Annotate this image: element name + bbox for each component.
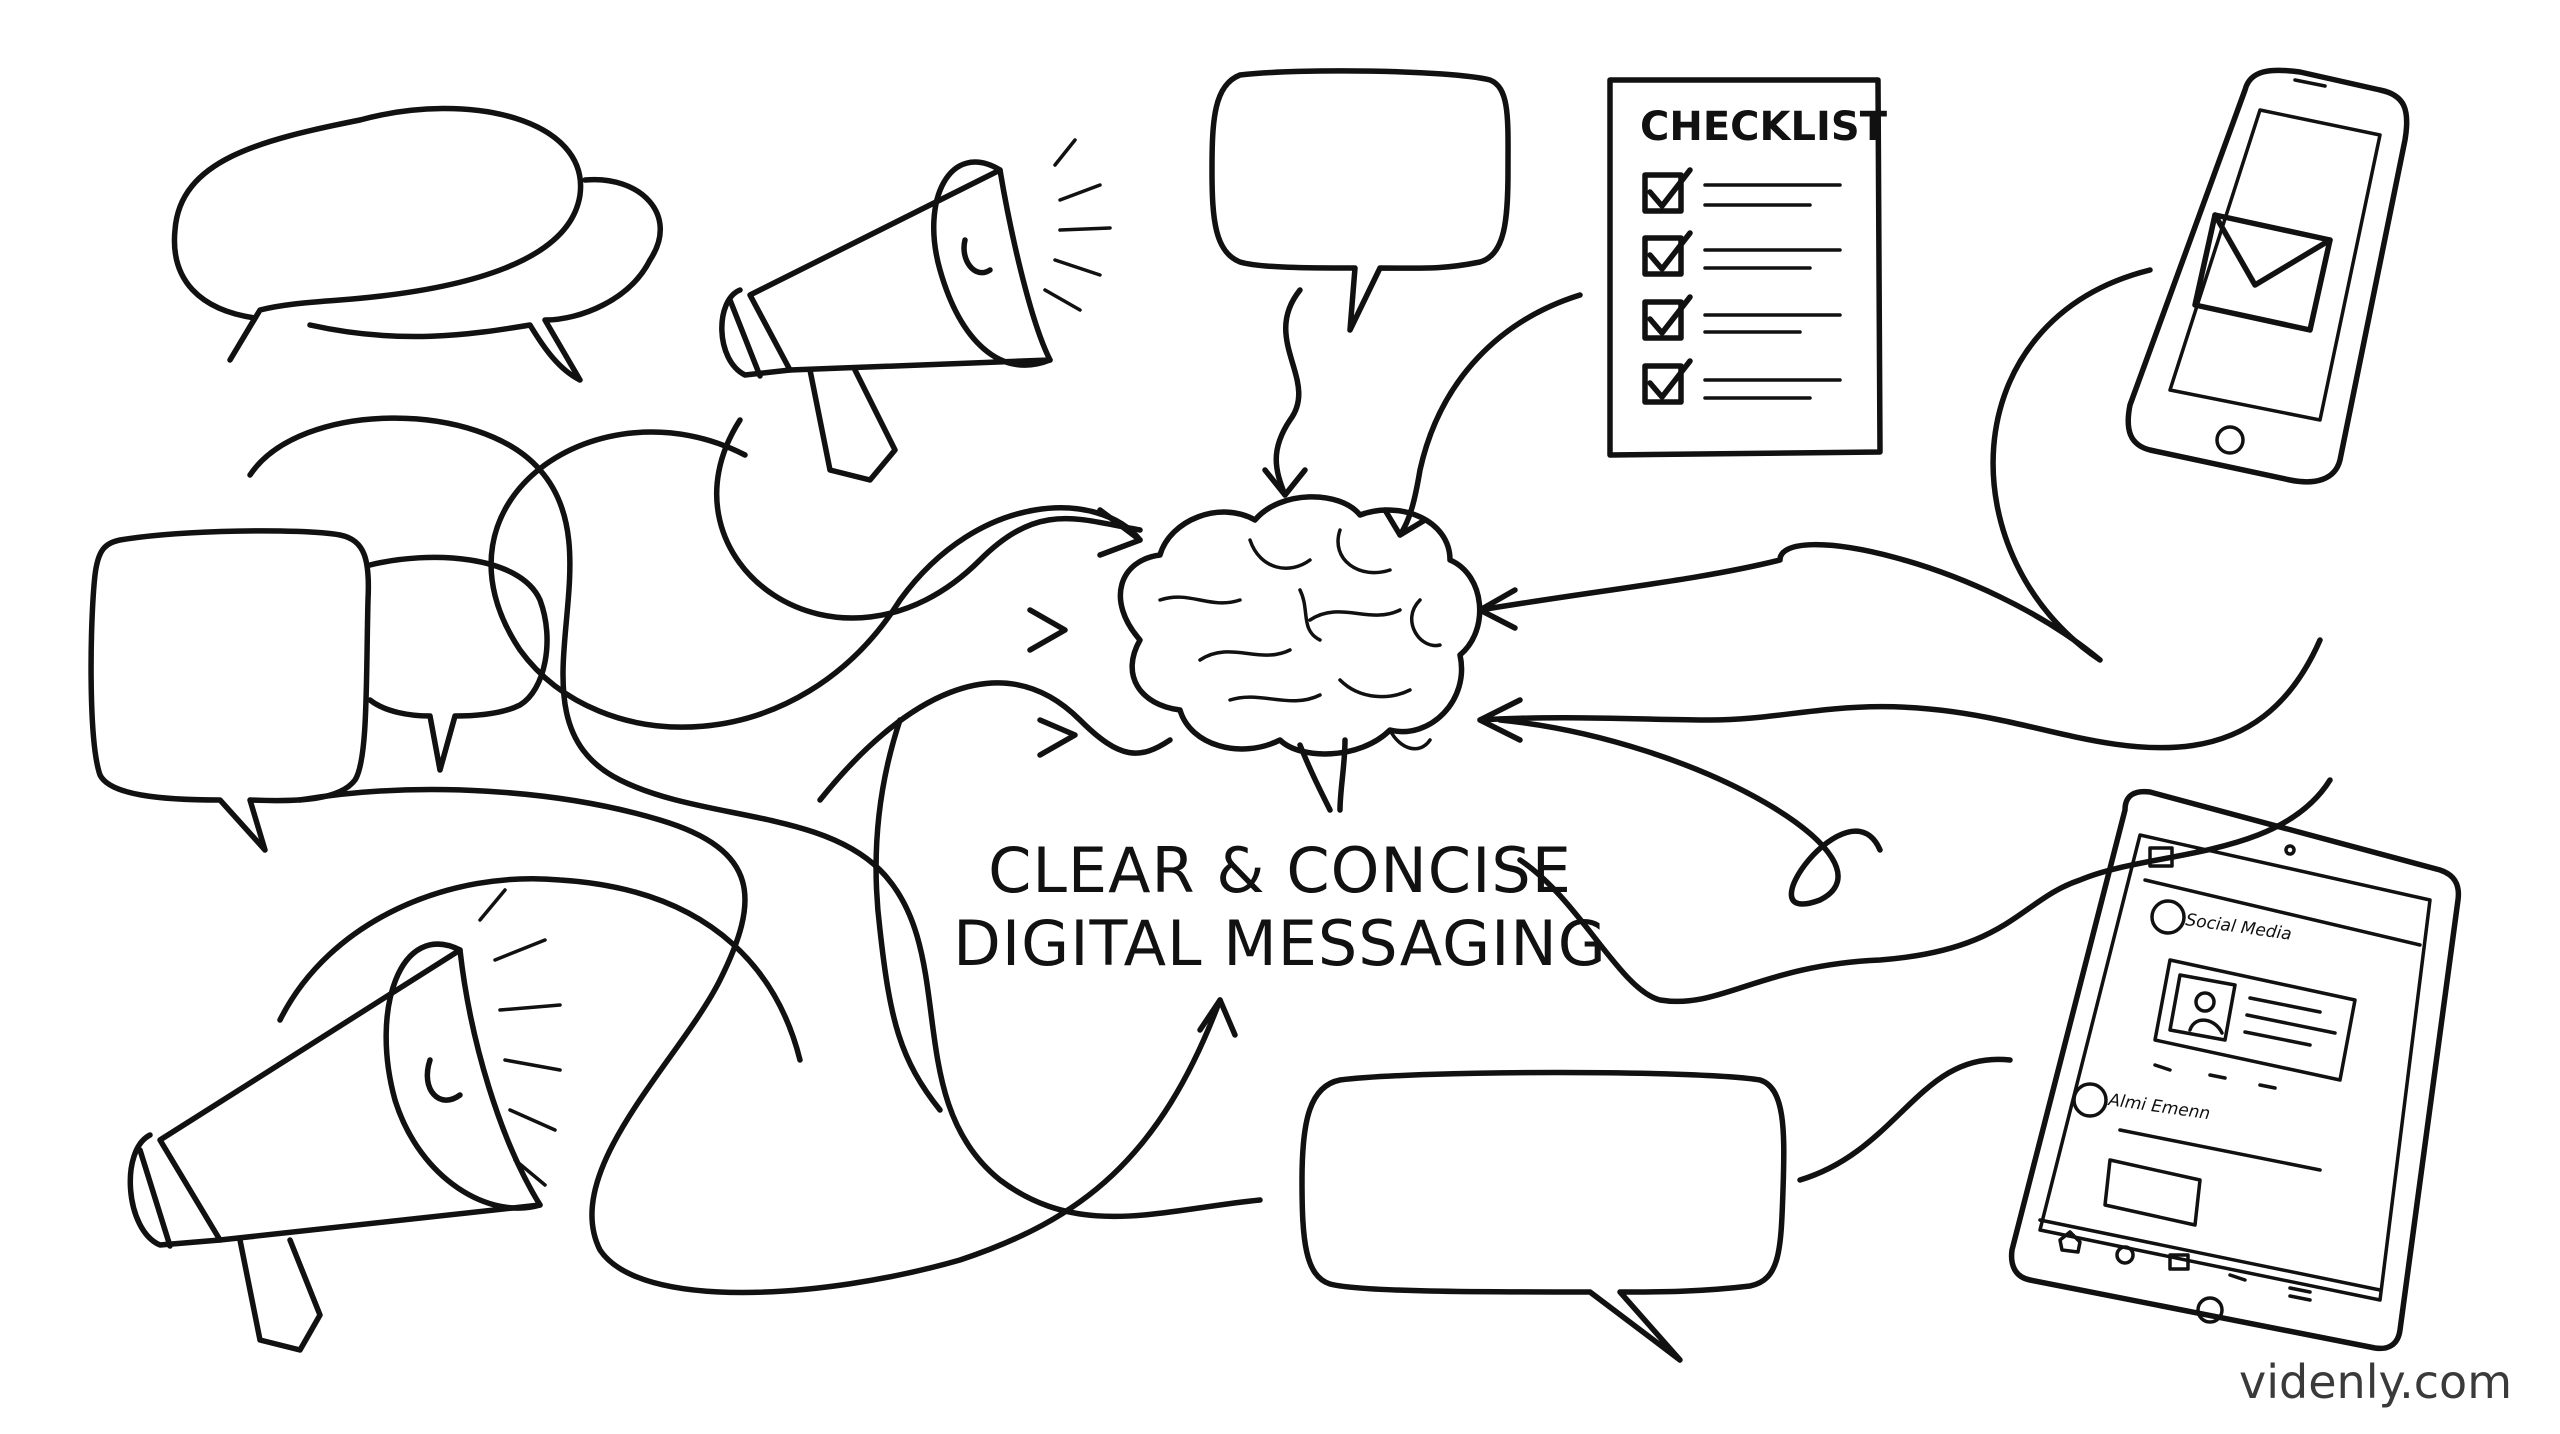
speech-bubble-icon <box>88 528 550 853</box>
brain-icon <box>1117 494 1483 813</box>
envelope-icon <box>2192 212 2333 333</box>
smartphone-icon <box>2125 67 2410 485</box>
headline: CLEAR & CONCISE DIGITAL MESSAGING <box>953 834 1607 980</box>
headline-line2: DIGITAL MESSAGING <box>953 907 1607 980</box>
speech-bubble-icon <box>1209 68 1511 333</box>
tablet-icon: Social Media Almi Emenn <box>2008 788 2462 1352</box>
checklist-icon: CHECKLIST <box>1607 77 1888 458</box>
megaphone-icon <box>127 888 562 1353</box>
watermark: videnly.com <box>2239 1355 2512 1409</box>
tablet-post-author: Almi Emenn <box>2106 1090 2211 1124</box>
tablet-app-title: Social Media <box>2184 910 2293 945</box>
speech-bubble-icon <box>171 105 663 383</box>
checklist-title: CHECKLIST <box>1640 104 1888 150</box>
checklist-items <box>1642 167 1842 405</box>
headline-line1: CLEAR & CONCISE <box>988 834 1572 907</box>
speech-bubble-icon <box>1299 1069 1787 1363</box>
megaphone-icon <box>719 138 1112 483</box>
connector-lines <box>247 267 2333 1296</box>
